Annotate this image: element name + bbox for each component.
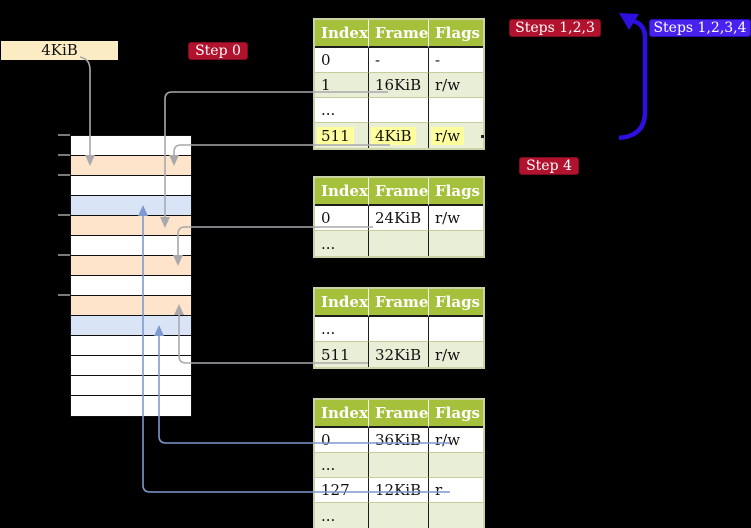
- cell-flags: r: [429, 478, 483, 503]
- column-header-flags: Flags: [429, 20, 483, 48]
- cell-flags: r/w: [429, 342, 483, 367]
- memory-row-4-blue: [71, 196, 191, 216]
- cell-flags: r/w: [429, 206, 483, 231]
- table-row: ...: [315, 317, 483, 342]
- badge-steps-1-2-3: Steps 1,2,3: [509, 19, 601, 37]
- table-row: 0 - -: [315, 48, 483, 73]
- table-row: 127 12KiB r: [315, 478, 483, 503]
- cell-index: ...: [315, 453, 369, 478]
- cell-frame: [369, 231, 429, 256]
- table-row: ...: [315, 453, 483, 478]
- cell-flags: [429, 503, 483, 528]
- cell-frame: [369, 317, 429, 342]
- table-header-row: Index Frame Flags: [315, 178, 483, 206]
- memory-tick: [58, 154, 70, 156]
- memory-row-10-blue: [71, 316, 191, 336]
- cell-flags: [429, 98, 483, 123]
- memory-row-8-white: [71, 276, 191, 296]
- cell-index: 0: [315, 428, 369, 453]
- cell-flags: [429, 317, 483, 342]
- memory-row-11-white: [71, 336, 191, 356]
- memory-row-14-white: [71, 396, 191, 416]
- column-header-index: Index: [315, 20, 369, 48]
- cell-index: 511: [315, 123, 369, 148]
- memory-row-1-white: [71, 136, 191, 156]
- cell-index: 127: [315, 478, 369, 503]
- table-row: ...: [315, 231, 483, 256]
- cell-flags: -: [429, 48, 483, 73]
- table-row: ...: [315, 503, 483, 528]
- column-header-frame: Frame: [369, 178, 429, 206]
- cell-flags: r/w: [429, 73, 483, 98]
- cell-frame: 32KiB: [369, 342, 429, 367]
- table-row: 1 16KiB r/w: [315, 73, 483, 98]
- column-header-index: Index: [315, 178, 369, 206]
- cell-index: ...: [315, 503, 369, 528]
- badge-steps-1-2-3-4: Steps 1,2,3,4: [649, 19, 751, 37]
- cell-frame: 36KiB: [369, 428, 429, 453]
- table-header-row: Index Frame Flags: [315, 20, 483, 48]
- cell-frame: 16KiB: [369, 73, 429, 98]
- column-header-flags: Flags: [429, 178, 483, 206]
- cell-index: 0: [315, 48, 369, 73]
- memory-row-3-white: [71, 176, 191, 196]
- cell-flags: [429, 453, 483, 478]
- memory-row-7-peach: [71, 256, 191, 276]
- cell-frame: [369, 98, 429, 123]
- page-table-level2: Index Frame Flags ... 511 32KiB r/w: [313, 287, 485, 369]
- badge-step-0: Step 0: [188, 42, 248, 60]
- arrow-recursive-loop: [618, 13, 648, 141]
- highlight-mark: 511: [317, 126, 354, 145]
- page-table-level1: Index Frame Flags 0 36KiB r/w ... 127 12…: [313, 398, 485, 528]
- memory-row-9-peach: [71, 296, 191, 316]
- cell-flags: r/w: [429, 428, 483, 453]
- cell-flags: [429, 231, 483, 256]
- cell-index: 511: [315, 342, 369, 367]
- table-row: 0 24KiB r/w: [315, 206, 483, 231]
- column-header-flags: Flags: [429, 289, 483, 317]
- recursive-arrow-origin-dot: [481, 135, 484, 138]
- cell-frame: 24KiB: [369, 206, 429, 231]
- memory-row-5-peach: [71, 216, 191, 236]
- column-header-frame: Frame: [369, 400, 429, 428]
- page-table-level3: Index Frame Flags 0 24KiB r/w ...: [313, 176, 485, 258]
- memory-tick: [58, 174, 70, 176]
- memory-row-13-white: [71, 376, 191, 396]
- cell-index: 1: [315, 73, 369, 98]
- memory-tick: [58, 134, 70, 136]
- highlight-mark: 4KiB: [371, 126, 416, 145]
- column-header-index: Index: [315, 289, 369, 317]
- table-header-row: Index Frame Flags: [315, 289, 483, 317]
- table-row: 511 32KiB r/w: [315, 342, 483, 367]
- memory-tick: [58, 294, 70, 296]
- memory-tick: [58, 214, 70, 216]
- memory-row-6-white: [71, 236, 191, 256]
- cell-frame: 12KiB: [369, 478, 429, 503]
- cell-frame: -: [369, 48, 429, 73]
- cell-frame: [369, 453, 429, 478]
- column-header-index: Index: [315, 400, 369, 428]
- memory-tick: [58, 254, 70, 256]
- frame-label: 4KiB: [1, 41, 118, 60]
- column-header-frame: Frame: [369, 289, 429, 317]
- memory-row-2-peach: [71, 156, 191, 176]
- cell-index: ...: [315, 231, 369, 256]
- highlight-mark: r/w: [431, 126, 465, 145]
- table-row: 0 36KiB r/w: [315, 428, 483, 453]
- memory-row-12-white: [71, 356, 191, 376]
- page-table-level4: Index Frame Flags 0 - - 1 16KiB r/w ... …: [313, 18, 485, 150]
- badge-step-4: Step 4: [519, 157, 579, 175]
- cell-flags: r/w: [429, 123, 483, 148]
- table-row-highlighted: 511 4KiB r/w: [315, 123, 483, 148]
- cell-index: ...: [315, 98, 369, 123]
- physical-memory-strip: [70, 135, 192, 417]
- cell-index: ...: [315, 317, 369, 342]
- column-header-frame: Frame: [369, 20, 429, 48]
- cell-index: 0: [315, 206, 369, 231]
- table-header-row: Index Frame Flags: [315, 400, 483, 428]
- cell-frame: [369, 503, 429, 528]
- cell-frame: 4KiB: [369, 123, 429, 148]
- table-row: ...: [315, 98, 483, 123]
- column-header-flags: Flags: [429, 400, 483, 428]
